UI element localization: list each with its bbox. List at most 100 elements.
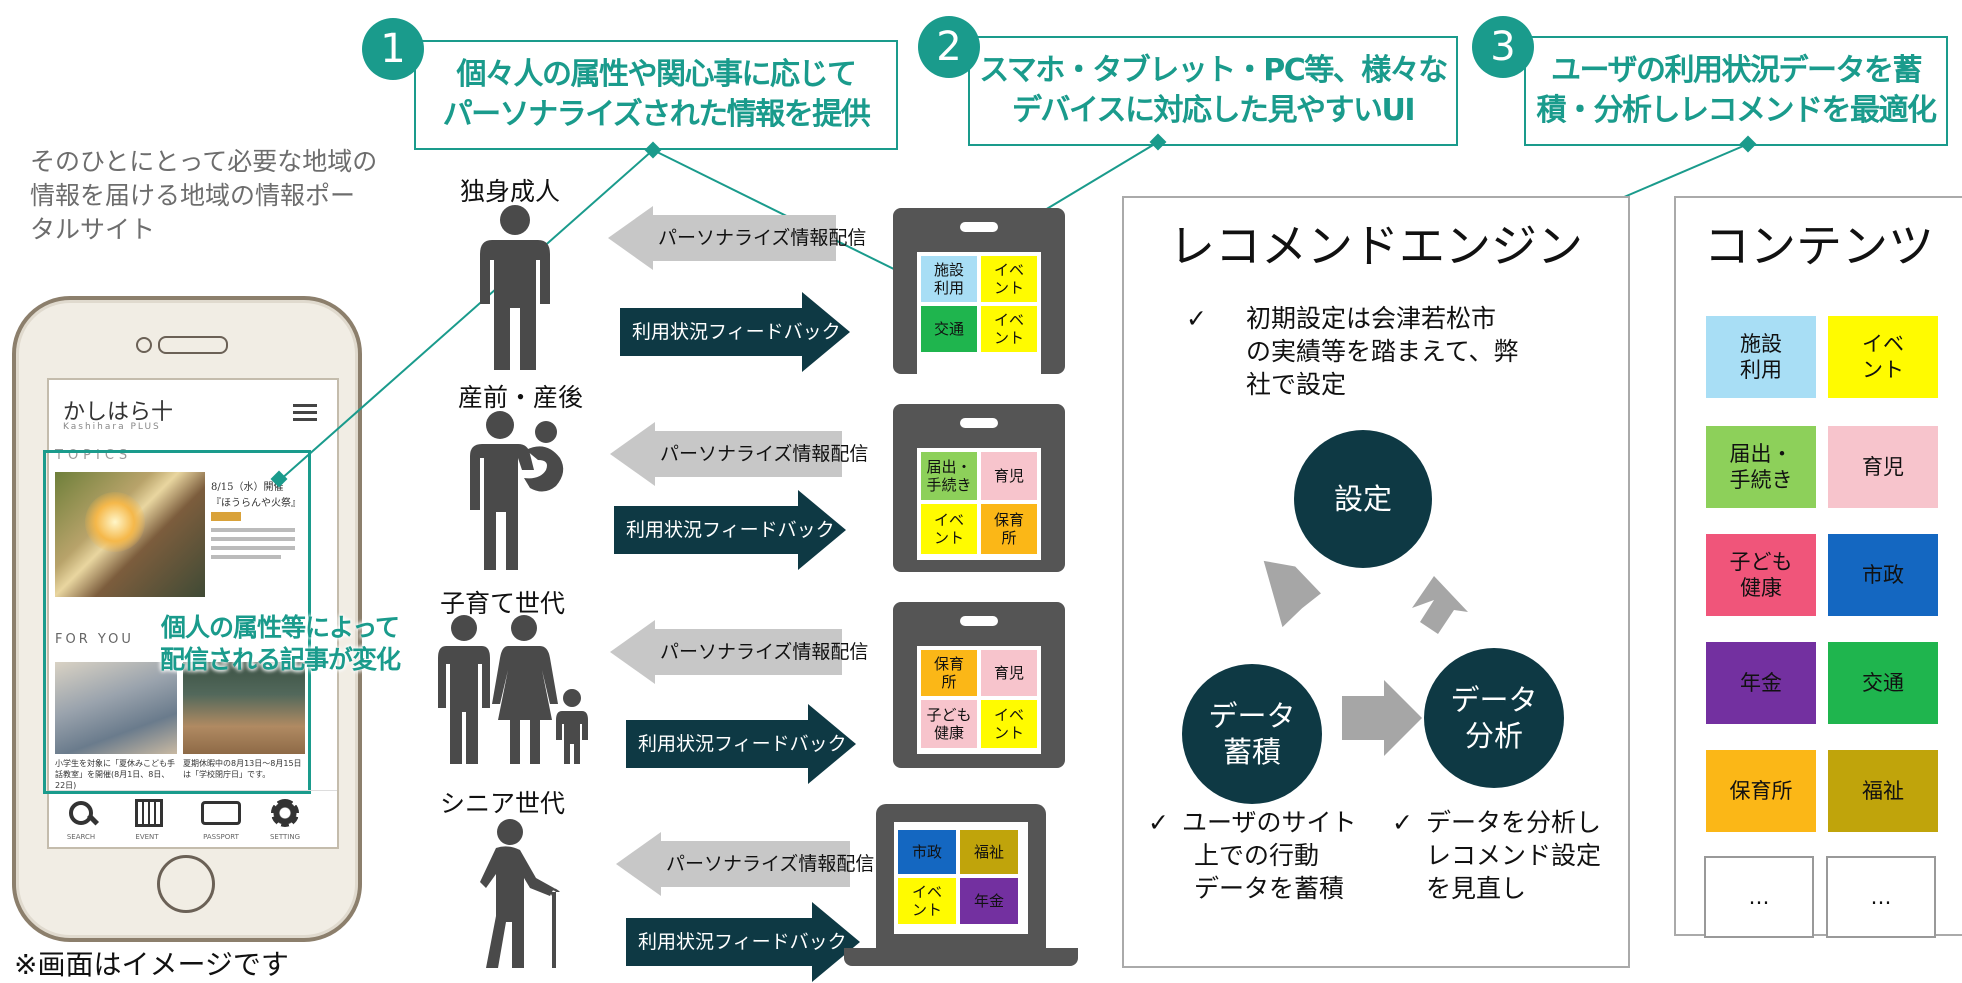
distribution-arrow-3: パーソナライズ情報配信	[610, 620, 868, 684]
content-tile-facility[interactable]: 施設利用	[1706, 316, 1816, 398]
connector-dot	[1149, 133, 1167, 151]
festival-photo	[55, 472, 205, 597]
device-tile: 届出・手続き	[921, 452, 977, 500]
family-icon	[438, 615, 588, 764]
check-line: 上での行動	[1194, 841, 1320, 870]
content-tile-municipal[interactable]: 市政	[1828, 534, 1938, 616]
feedback-arrow-4: 利用状況フィードバック	[626, 902, 860, 982]
classroom-photo-1	[55, 662, 177, 754]
laptop-base	[844, 948, 1078, 966]
device-screen: 保育所 育児 子ども健康 イベント	[917, 646, 1041, 754]
arrow-label: 利用状況フィードバック	[632, 321, 841, 343]
intro-line: そのひとにとって必要な地域の	[30, 147, 378, 176]
callout-2: スマホ・タブレット・PC等、様々な デバイスに対応した見やすいUI	[968, 36, 1458, 146]
callout-text: パーソナライズされた情報を提供	[442, 97, 871, 132]
nav-label-setting: SETTING	[269, 833, 301, 841]
content-tile-pension[interactable]: 年金	[1706, 642, 1816, 724]
arrow-label: 利用状況フィードバック	[626, 519, 835, 541]
device-tile: イベント	[921, 504, 977, 554]
intro-text: そのひとにとって必要な地域の 情報を届ける地域の情報ポー タルサイト	[30, 145, 380, 247]
accumulate-circle: データ 蓄積	[1182, 664, 1322, 804]
phone-screen: かしはら十 Kashihara PLUS TOPICS 8/15（水）開催 『ほ…	[43, 378, 339, 849]
contents-title: コンテンツ	[1704, 219, 1934, 273]
check-line: ユーザのサイト	[1182, 808, 1357, 837]
recommend-engine-panel	[1122, 196, 1630, 968]
check-accumulate: ✓ ユーザのサイト 上での行動 データを蓄積	[1148, 806, 1357, 905]
article-2-text[interactable]: 夏期休暇中の8月13日～8月15日は「学校閉庁日」です。	[183, 759, 302, 779]
persona-label-pre-post-natal: 産前・産後	[458, 383, 584, 412]
callout-text: 積・分析しレコメンドを最適化	[1536, 93, 1938, 128]
device-tile: イベント	[981, 256, 1037, 302]
content-tile-more[interactable]: …	[1826, 856, 1936, 938]
arrow-to-analyze	[1342, 680, 1422, 756]
search-icon[interactable]	[67, 799, 100, 829]
connector-dot	[270, 470, 288, 488]
event-date: 8/15（水）開催	[211, 482, 284, 493]
callout-number-3: 3	[1472, 16, 1534, 78]
check-icon: ✓	[1186, 304, 1207, 333]
check-line: 社で設定	[1246, 370, 1347, 399]
foryou-heading: FOR YOU	[55, 632, 134, 647]
screen-note: ※画面はイメージです	[14, 948, 289, 981]
personalized-region	[43, 450, 311, 794]
arrow-label: 利用状況フィードバック	[638, 931, 847, 953]
article-1-text[interactable]: 小学生を対象に「夏休みこども手話教室」を開催(8月1日、8日、22日)	[55, 759, 175, 790]
check-icon: ✓	[1148, 808, 1169, 837]
content-tile-child-health[interactable]: 子ども健康	[1706, 534, 1816, 616]
device-tile: 育児	[981, 452, 1037, 500]
check-analyze: ✓ データを分析し レコメンド設定 を見直し	[1392, 806, 1601, 905]
nav-label-search: SEARCH	[66, 833, 96, 841]
check-icon: ✓	[1392, 808, 1413, 837]
menu-icon[interactable]	[293, 404, 317, 422]
cycle-arrows	[1263, 560, 1468, 756]
arrow-label: パーソナライズ情報配信	[658, 227, 867, 249]
device-tile: 市政	[898, 830, 956, 874]
arrow-to-setting	[1412, 576, 1468, 634]
distribution-arrow-1: パーソナライズ情報配信	[608, 206, 867, 270]
phone-speaker	[136, 333, 228, 354]
device-tile: 育児	[981, 650, 1037, 696]
intro-line: タルサイト	[30, 215, 156, 244]
check-initial-setting: ✓ 初期設定は会津若松市 の実績等を踏まえて、弊 社で設定	[1186, 302, 1519, 401]
nav-label-event: EVENT	[135, 833, 159, 841]
distribution-arrow-2: パーソナライズ情報配信	[610, 422, 869, 486]
content-tile-transport[interactable]: 交通	[1828, 642, 1938, 724]
persona-label-senior: シニア世代	[440, 789, 566, 818]
ticket-icon[interactable]	[201, 801, 241, 825]
device-tile: イベント	[981, 700, 1037, 748]
persona-label-single-adult: 独身成人	[460, 177, 561, 206]
event-card[interactable]: 8/15（水）開催 『ほうらんや火祭』	[205, 472, 305, 597]
device-tile: イベント	[898, 878, 956, 924]
persona-label-child-rearing: 子育て世代	[440, 589, 566, 618]
device-tile: 保育所	[981, 504, 1037, 554]
circle-line: 分析	[1464, 719, 1523, 753]
distribution-arrow-4: パーソナライズ情報配信	[616, 832, 874, 896]
content-tile-welfare[interactable]: 福祉	[1828, 750, 1938, 832]
device-tile: 年金	[960, 878, 1018, 924]
callout-number-2: 2	[918, 16, 980, 78]
check-line: データを分析し	[1426, 808, 1602, 837]
single-adult-icon	[480, 205, 550, 370]
connector-1b	[279, 149, 654, 481]
device-laptop: 市政 福祉 イベント 年金	[876, 804, 1046, 948]
content-tile-event[interactable]: イベント	[1828, 316, 1938, 398]
content-tile-procedures[interactable]: 届出・手続き	[1706, 426, 1816, 508]
phone-logo: かしはら十	[63, 400, 174, 425]
phone-logo-sub: Kashihara PLUS	[63, 422, 161, 432]
arrow-to-accumulate	[1263, 560, 1321, 628]
callout-number-1: 1	[362, 18, 424, 80]
content-tile-nursery[interactable]: 保育所	[1706, 750, 1816, 832]
callout-3: ユーザの利用状況データを蓄 積・分析しレコメンドを最適化	[1524, 36, 1948, 146]
arrow-label: パーソナライズ情報配信	[660, 443, 869, 465]
content-tile-childcare[interactable]: 育児	[1828, 426, 1938, 508]
device-tile: 施設利用	[921, 256, 977, 302]
callout-text: スマホ・タブレット・PC等、様々な	[979, 53, 1448, 88]
check-line: データを蓄積	[1194, 874, 1345, 903]
device-tile: 交通	[921, 306, 977, 352]
content-tile-more[interactable]: …	[1704, 856, 1814, 938]
gear-icon[interactable]	[271, 799, 299, 827]
device-phone-3: 保育所 育児 子ども健康 イベント	[893, 602, 1065, 768]
check-line: 初期設定は会津若松市	[1246, 304, 1497, 333]
calendar-icon[interactable]	[135, 799, 163, 827]
circle-line: データ	[1208, 699, 1296, 733]
